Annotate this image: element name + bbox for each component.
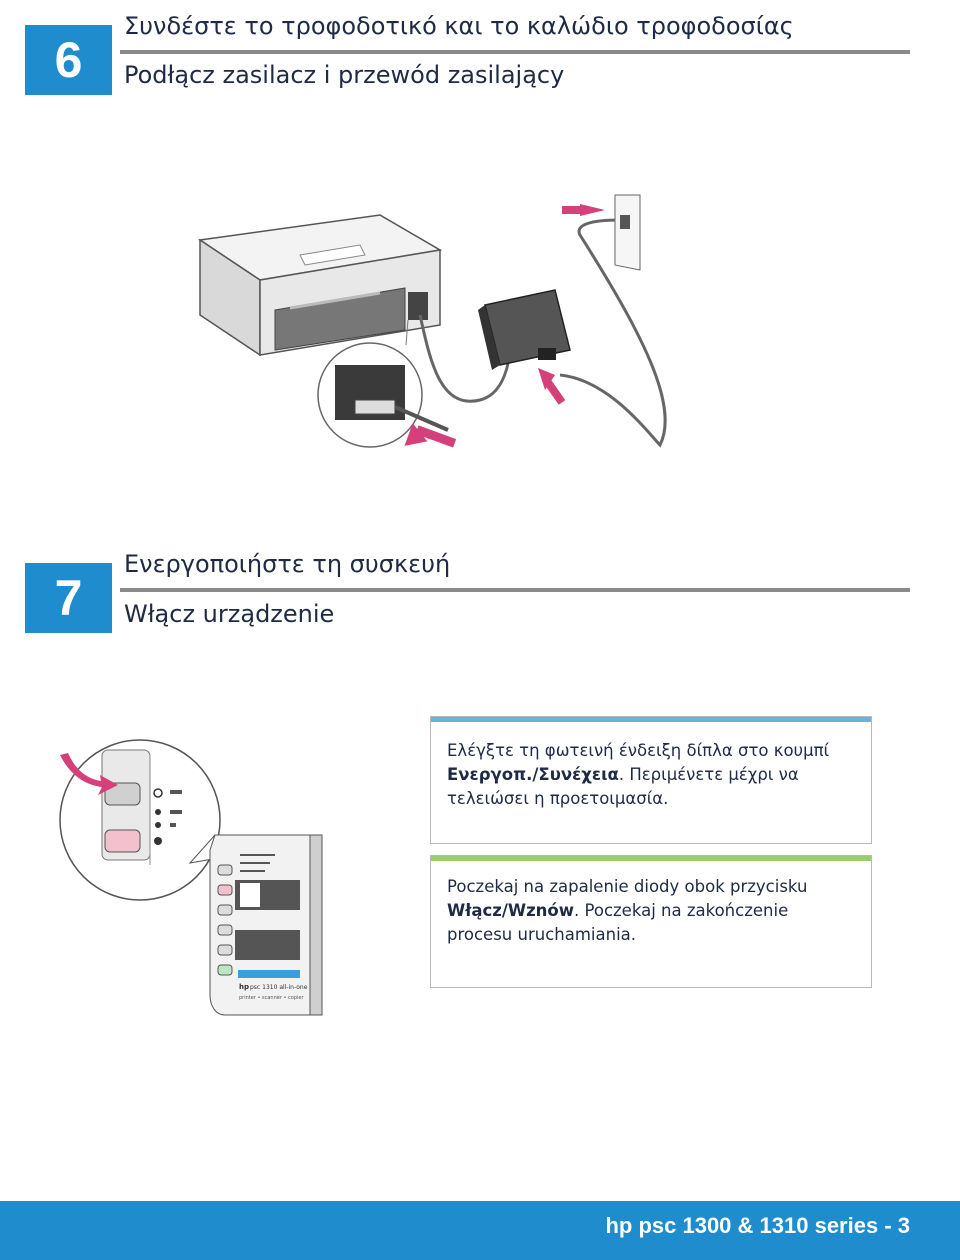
power-port-zoom — [317, 319, 449, 448]
press-arrow-icon — [60, 753, 118, 795]
polish-line2-rest: . Poczekaj na zakończenie — [574, 901, 789, 920]
step-6-title-greek: Συνδέστε το τροφοδοτικό και το καλώδιο τ… — [124, 12, 794, 40]
power-adapter-icon — [478, 289, 571, 370]
step-7-title-greek: Ενεργοποιήστε τη συσκευή — [124, 550, 451, 578]
step-6-number: 6 — [54, 32, 83, 88]
greek-line2-rest: . Περιμένετε μέχρι να — [618, 765, 799, 784]
power-connection-illustration — [197, 194, 667, 448]
step-7-number: 7 — [54, 570, 83, 626]
greek-button-name: Ενεργοπ./Συνέχεια — [447, 765, 619, 784]
polish-line1: Poczekaj na zapalenie diody obok przycis… — [447, 877, 808, 896]
greek-line3: τελειώσει η προετοιμασία. — [447, 789, 669, 808]
step-7-badge: 7 — [25, 563, 112, 633]
step-7-divider — [120, 588, 910, 592]
panel-model: psc 1310 all-in-one — [250, 984, 308, 991]
printer-icon — [197, 214, 443, 357]
card-accent-bar — [431, 856, 871, 861]
panel-brand: hp — [239, 983, 249, 991]
step-6-title-polish: Podłącz zasilacz i przewód zasilający — [124, 61, 565, 89]
greek-line1: Ελέγξτε τη φωτεινή ένδειξη δίπλα στο κου… — [447, 741, 830, 760]
arrow-icon — [404, 204, 605, 448]
instruction-card-greek: Ελέγξτε τη φωτεινή ένδειξη δίπλα στο κου… — [430, 716, 872, 844]
step-6-badge: 6 — [25, 25, 112, 95]
card-accent-bar — [431, 717, 871, 722]
step-6-divider — [120, 50, 910, 54]
panel-tagline: printer • scanner • copier — [239, 995, 304, 1001]
footer-bar: hp psc 1300 & 1310 series - 3 — [0, 1201, 960, 1260]
footer-title: hp psc 1300 & 1310 series - 3 — [605, 1213, 910, 1238]
polish-line3: procesu uruchamiania. — [447, 925, 637, 944]
control-panel: hp psc 1310 all-in-one printer • scanner… — [209, 834, 323, 1016]
polish-button-name: Włącz/Wznów — [447, 901, 574, 920]
control-panel-illustration: hp psc 1310 all-in-one printer • scanner… — [59, 739, 323, 1016]
instruction-card-polish: Poczekaj na zapalenie diody obok przycis… — [430, 855, 872, 988]
panel-zoom — [59, 739, 221, 901]
step-7-title-polish: Włącz urządzenie — [124, 600, 335, 628]
